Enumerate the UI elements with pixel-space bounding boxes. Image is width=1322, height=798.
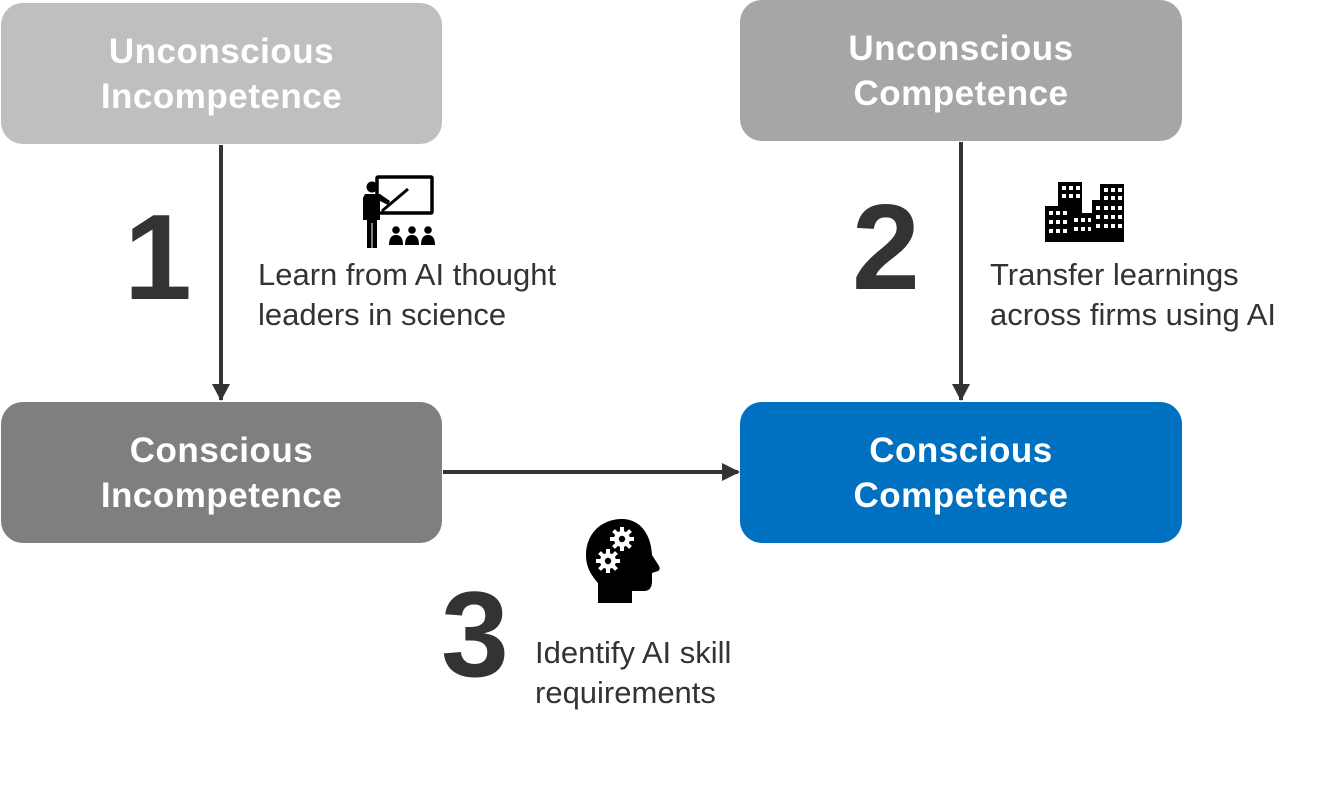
- step-number-3: 3: [441, 566, 509, 702]
- arrow-1-head: [212, 384, 230, 401]
- box-label-line1: Conscious: [129, 430, 314, 470]
- step-description-line2: leaders in science: [258, 297, 507, 332]
- head-gears-icon: [586, 519, 660, 603]
- teacher-presentation-icon: [363, 175, 435, 248]
- box-conscious-incompetence: Conscious Incompetence: [1, 402, 442, 543]
- box-unconscious-incompetence: Unconscious Incompetence: [1, 3, 442, 144]
- step-description-line2: requirements: [535, 675, 716, 710]
- step-number-2: 2: [852, 179, 920, 315]
- box-label-line2: Competence: [853, 475, 1069, 515]
- box-label-line2: Incompetence: [100, 475, 343, 515]
- box-label-line2: Incompetence: [100, 76, 343, 116]
- arrow-3-head: [722, 463, 740, 481]
- step-description-line1: Identify AI skill: [535, 635, 732, 670]
- step-description-line1: Learn from AI thought: [258, 257, 557, 292]
- box-unconscious-competence: Unconscious Competence: [740, 0, 1182, 141]
- box-label-line1: Unconscious: [108, 31, 335, 71]
- step-number-1: 1: [124, 189, 192, 325]
- arrow-2-head: [952, 384, 970, 401]
- buildings-icon: [1045, 182, 1124, 242]
- step-description-3: Identify AI skill requirements: [535, 633, 731, 713]
- step-description-line2: across firms using AI: [990, 297, 1276, 332]
- box-label-line1: Unconscious: [848, 28, 1074, 68]
- box-label-line2: Competence: [853, 73, 1069, 113]
- step-description-2: Transfer learnings across firms using AI: [990, 255, 1276, 335]
- step-description-1: Learn from AI thought leaders in science: [258, 255, 556, 335]
- step-description-line1: Transfer learnings: [990, 257, 1239, 292]
- box-conscious-competence: Conscious Competence: [740, 402, 1182, 543]
- box-label-line1: Conscious: [869, 430, 1053, 470]
